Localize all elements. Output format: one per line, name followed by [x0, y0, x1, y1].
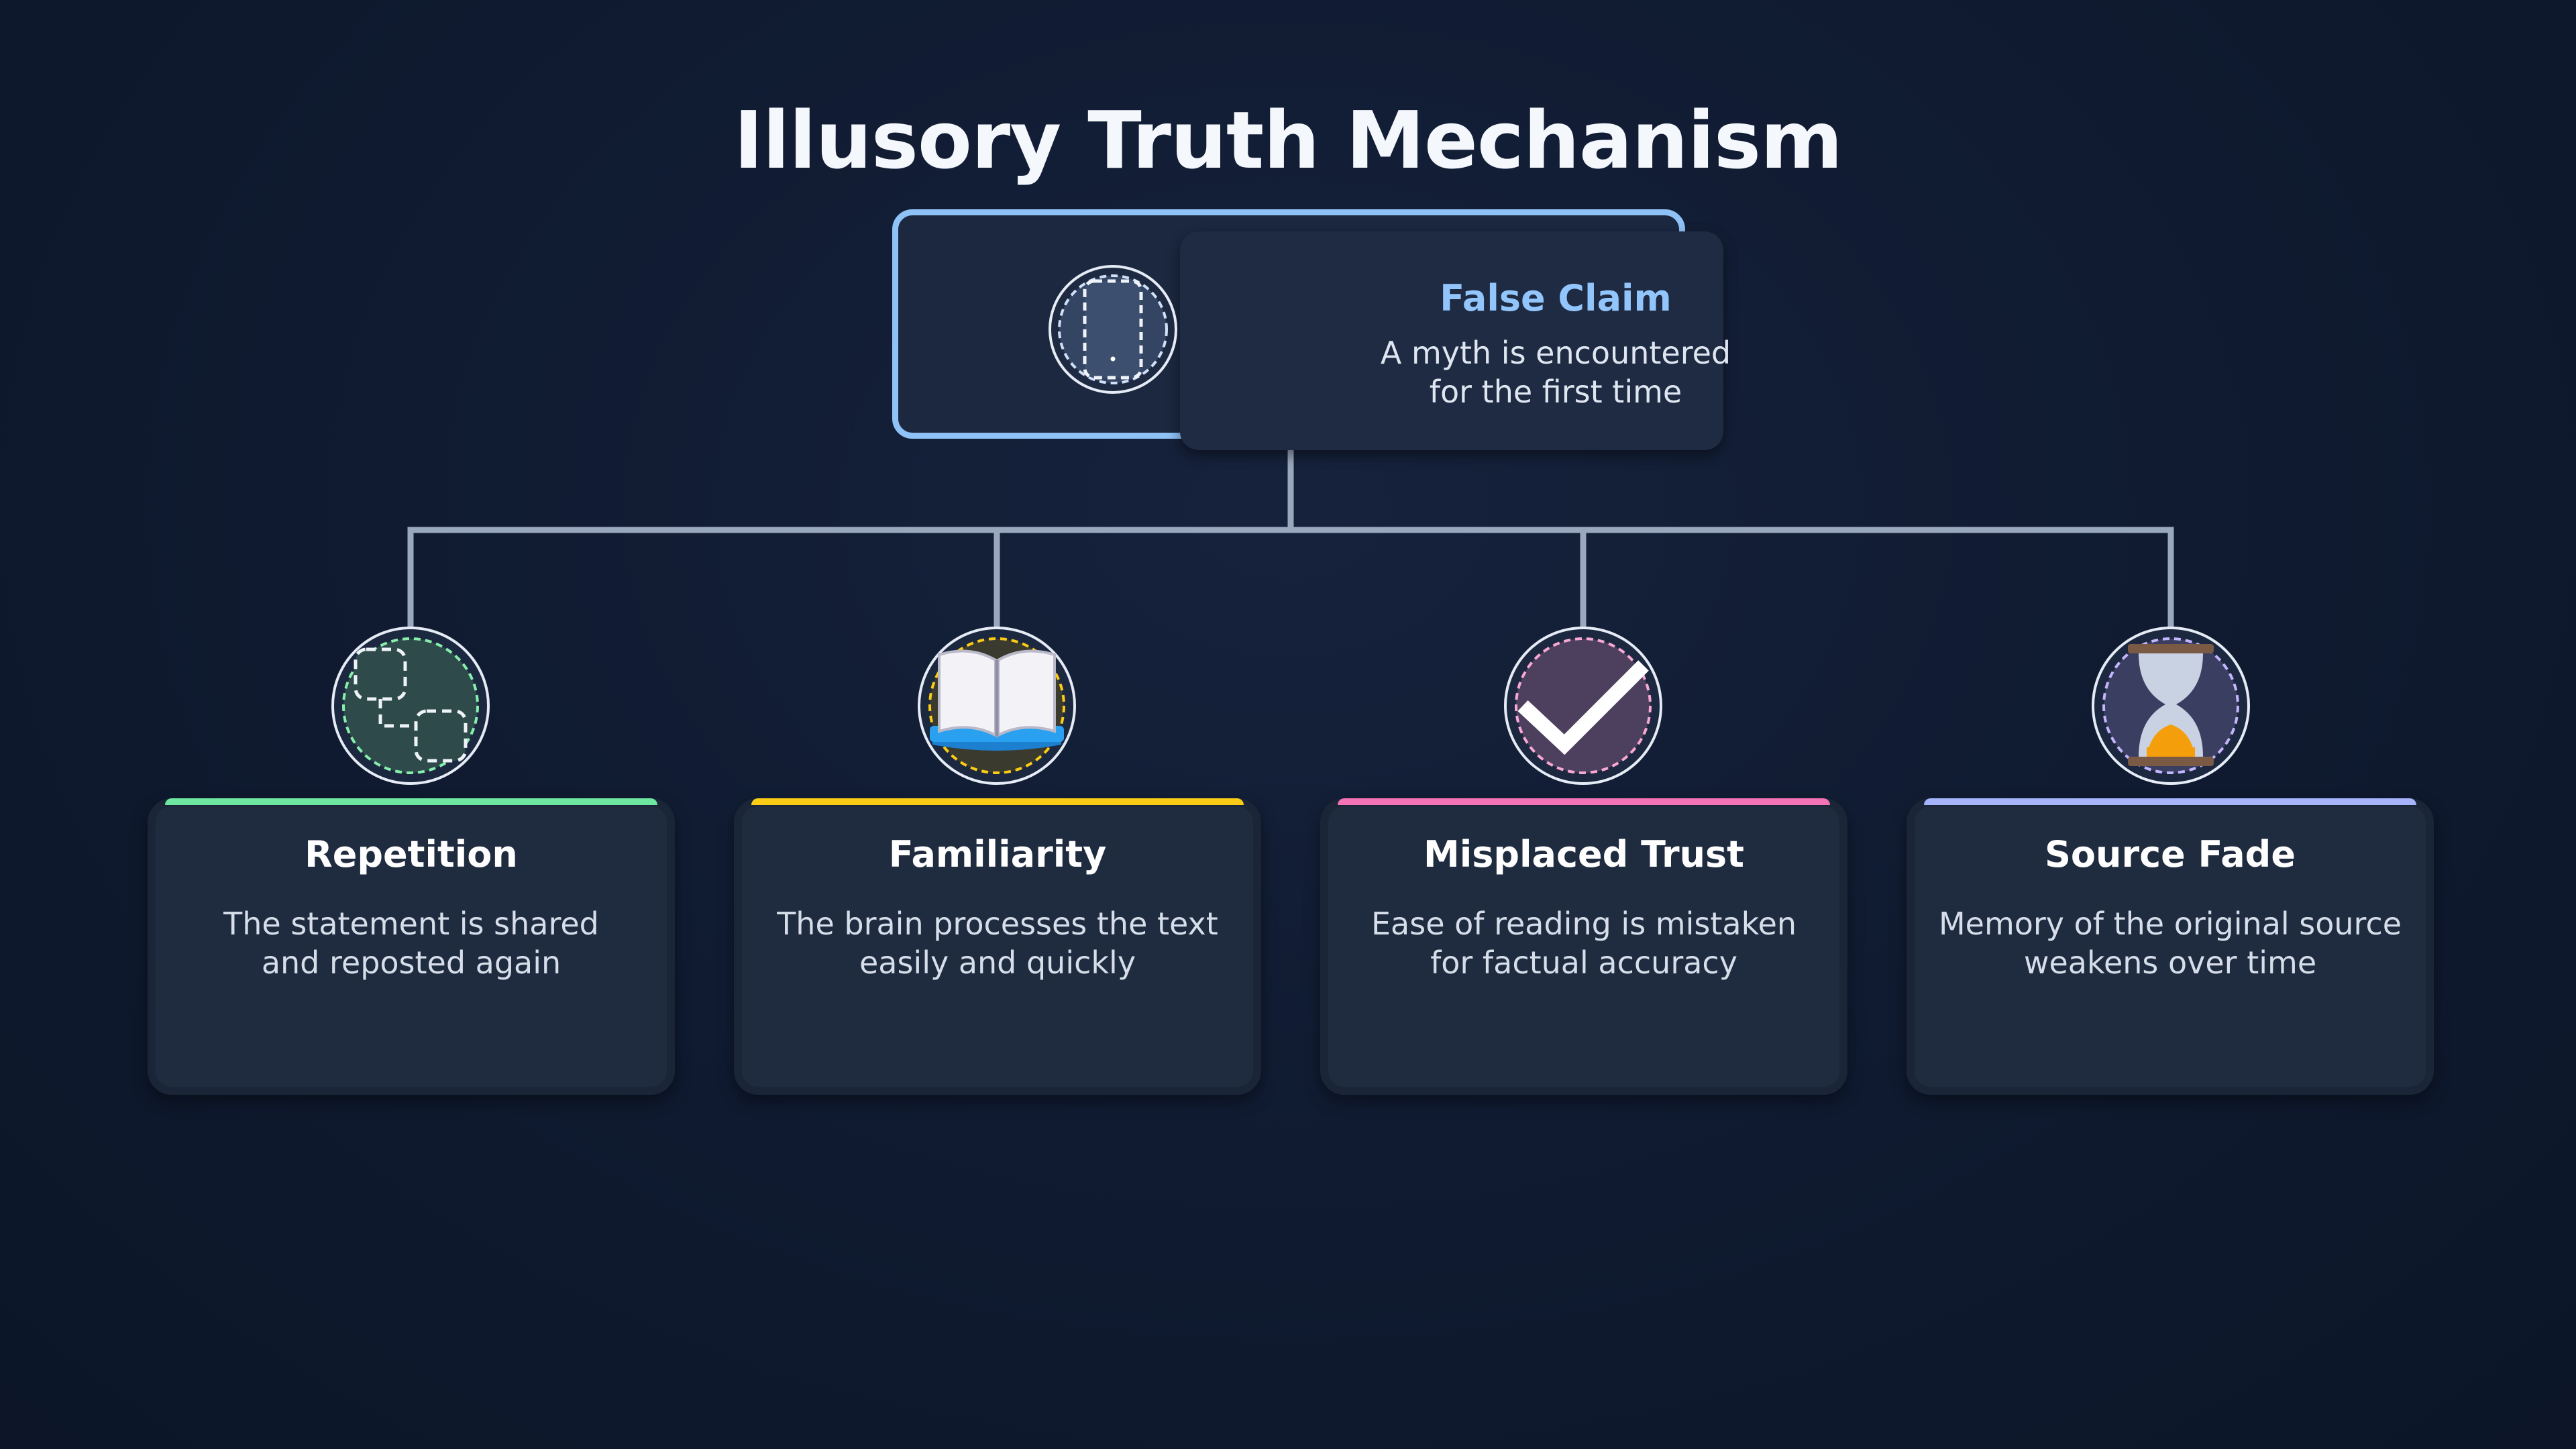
step-label: Source Fade — [2045, 833, 2296, 875]
card-accent-bar — [1924, 798, 2416, 805]
hourglass-icon — [2092, 627, 2250, 785]
card-accent-bar — [751, 798, 1244, 805]
step-card-misplaced-trust: Misplaced Trust Ease of reading is mista… — [1320, 798, 1847, 1095]
root-node-label: False Claim — [1440, 277, 1672, 319]
step-label: Repetition — [305, 833, 518, 875]
root-node-panel — [1180, 231, 1723, 450]
card-accent-bar — [1338, 798, 1830, 805]
checkmark-icon — [1504, 627, 1662, 785]
card-accent-bar — [165, 798, 657, 805]
diagram-title: Illusory Truth Mechanism — [733, 94, 1843, 186]
step-card-familiarity: Familiarity The brain processes the text… — [734, 798, 1261, 1095]
step-label: Familiarity — [888, 833, 1107, 875]
phone-icon — [1049, 265, 1177, 394]
open-book-icon — [918, 627, 1076, 785]
repeat-squares-icon — [331, 627, 490, 785]
step-label: Misplaced Trust — [1423, 833, 1744, 875]
step-card-source-fade: Source Fade Memory of the original sourc… — [1907, 798, 2434, 1095]
